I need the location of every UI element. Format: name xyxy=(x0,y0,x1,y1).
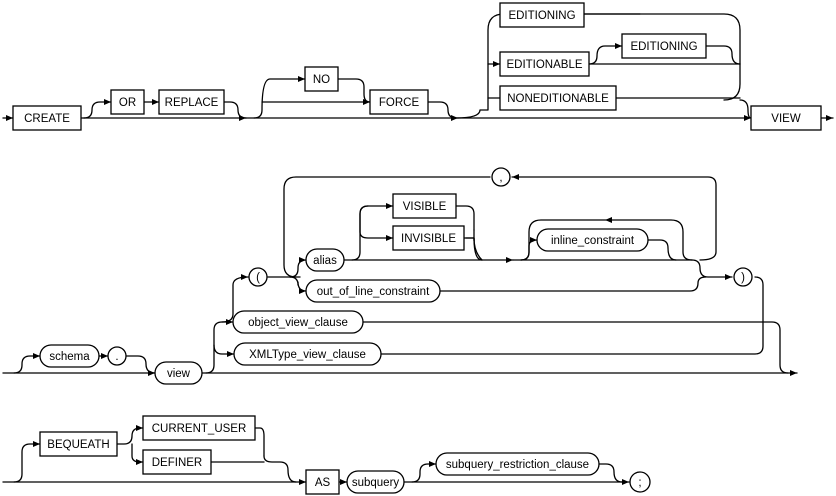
keyword-definer: DEFINER xyxy=(142,449,212,475)
symbol-comma-label: , xyxy=(499,172,502,184)
keyword-visible: VISIBLE xyxy=(392,193,457,219)
symbol-semicolon-label: ; xyxy=(638,477,641,489)
symbol-lparen: ( xyxy=(248,267,268,287)
keyword-editioning-2-label: EDITIONING xyxy=(630,41,697,53)
keyword-view-label: VIEW xyxy=(771,113,801,125)
keyword-editionable-label: EDITIONABLE xyxy=(506,59,582,71)
clause-subquery-restriction-clause-label: subquery_restriction_clause xyxy=(446,459,589,471)
keyword-editioning-label: EDITIONING xyxy=(508,10,575,22)
keyword-as: AS xyxy=(305,469,340,495)
keyword-editioning-2: EDITIONING xyxy=(621,33,707,59)
symbol-dot: . xyxy=(107,346,127,366)
keyword-or-label: OR xyxy=(119,97,136,109)
clause-object-view-clause-label: object_view_clause xyxy=(248,317,348,329)
symbol-rparen-label: ) xyxy=(741,272,745,284)
keyword-no: NO xyxy=(304,66,339,92)
row-create-view: CREATE OR REPLACE NO FORCE EDITIONING ED… xyxy=(2,2,834,131)
clause-subquery-label: subquery xyxy=(352,477,400,489)
keyword-noneditionable-label: NONEDITIONABLE xyxy=(507,93,609,105)
clause-alias-label: alias xyxy=(313,255,337,267)
keyword-noneditionable: NONEDITIONABLE xyxy=(499,85,617,111)
row-bequeath-as: BEQUEATH CURRENT_USER DEFINER AS subquer… xyxy=(2,415,651,495)
clause-schema-label: schema xyxy=(49,351,90,363)
keyword-as-label: AS xyxy=(315,477,331,489)
clause-schema: schema xyxy=(39,344,100,368)
clause-out-of-line-constraint: out_of_line_constraint xyxy=(305,279,441,303)
keyword-editionable: EDITIONABLE xyxy=(499,51,590,77)
symbol-rparen: ) xyxy=(733,267,753,287)
symbol-semicolon: ; xyxy=(629,471,651,493)
keyword-view: VIEW xyxy=(750,105,822,131)
keyword-force-label: FORCE xyxy=(379,97,420,109)
keyword-visible-label: VISIBLE xyxy=(403,201,447,213)
keyword-create-label: CREATE xyxy=(24,113,70,125)
keyword-invisible-label: INVISIBLE xyxy=(401,233,456,245)
keyword-editioning: EDITIONING xyxy=(499,2,585,28)
clause-subquery-restriction-clause: subquery_restriction_clause xyxy=(435,452,600,476)
symbol-lparen-label: ( xyxy=(256,272,260,284)
keyword-invisible: INVISIBLE xyxy=(392,225,465,251)
symbol-dot-label: . xyxy=(115,351,118,363)
keyword-force: FORCE xyxy=(369,89,429,115)
row-schema-view: schema . view ( alias VISIBLE INVISIBLE xyxy=(2,167,798,385)
keyword-current-user: CURRENT_USER xyxy=(142,415,256,441)
clause-out-of-line-constraint-label: out_of_line_constraint xyxy=(317,286,430,298)
clause-subquery: subquery xyxy=(346,470,405,494)
clause-object-view-clause: object_view_clause xyxy=(232,310,364,334)
keyword-replace: REPLACE xyxy=(158,89,225,115)
clause-xmltype-view-clause: XMLType_view_clause xyxy=(233,342,382,366)
symbol-comma: , xyxy=(491,167,511,187)
clause-view: view xyxy=(154,361,203,385)
clause-alias: alias xyxy=(305,248,345,272)
clause-view-label: view xyxy=(167,368,191,380)
keyword-bequeath-label: BEQUEATH xyxy=(47,439,109,451)
clause-inline-constraint: inline_constraint xyxy=(536,228,649,252)
keyword-current-user-label: CURRENT_USER xyxy=(152,423,247,435)
keyword-or: OR xyxy=(110,89,145,115)
keyword-definer-label: DEFINER xyxy=(152,457,202,469)
keyword-bequeath: BEQUEATH xyxy=(39,431,118,457)
keyword-replace-label: REPLACE xyxy=(165,97,219,109)
keyword-create: CREATE xyxy=(12,105,82,131)
keyword-no-label: NO xyxy=(313,74,330,86)
clause-inline-constraint-label: inline_constraint xyxy=(551,235,635,247)
clause-xmltype-view-clause-label: XMLType_view_clause xyxy=(249,349,366,361)
